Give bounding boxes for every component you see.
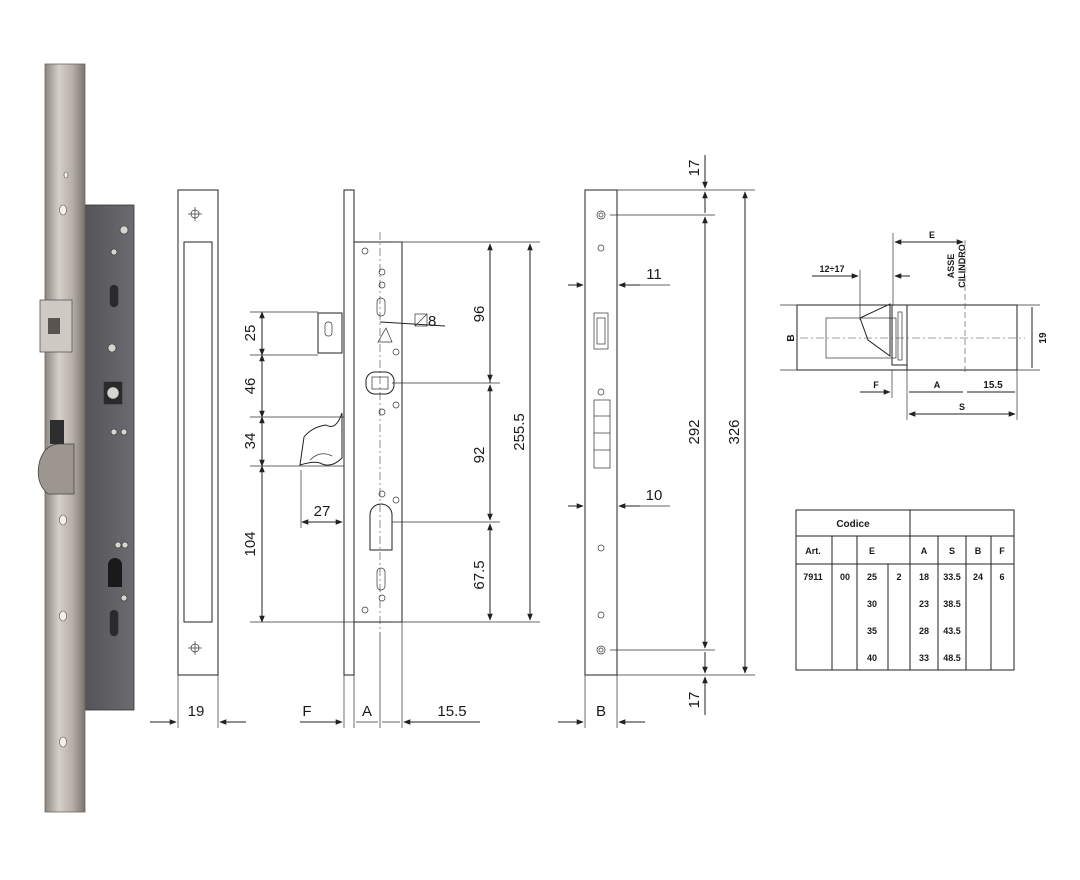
cell-a-3: 28 (919, 626, 929, 636)
front-width-dim: 19 (188, 703, 205, 720)
dim-292: 292 (686, 419, 703, 444)
dim-27: 27 (314, 503, 331, 520)
dim-17-top: 17 (686, 160, 703, 177)
dim-326: 326 (726, 419, 743, 444)
cell-e-3: 35 (867, 626, 877, 636)
cyl-b: B (786, 334, 797, 341)
col-art: Art. (805, 546, 821, 556)
cell-b: 24 (973, 572, 983, 582)
front-faceplate-view: 19 (150, 189, 246, 728)
cell-code: 00 (840, 572, 850, 582)
cell-f: 6 (999, 572, 1004, 582)
cell-var: 2 (896, 572, 901, 582)
cell-e-1: 25 (867, 572, 877, 582)
cyl-e: E (929, 230, 935, 240)
cyl-s: S (959, 402, 965, 412)
cyl-range: 12÷17 (820, 264, 845, 274)
cell-s-2: 38.5 (943, 599, 961, 609)
cell-s-4: 48.5 (943, 653, 961, 663)
dim-17-bottom: 17 (686, 692, 703, 709)
dim-46: 46 (242, 378, 259, 395)
dim-96: 96 (471, 306, 488, 323)
cell-a-2: 23 (919, 599, 929, 609)
label-b: B (596, 703, 606, 720)
cyl-f: F (873, 380, 879, 390)
cyl-a: A (934, 380, 941, 390)
spec-table: Codice Art. E A S B F 7911 00 2 24 6 25 … (795, 509, 1015, 671)
col-e: E (869, 546, 875, 556)
cyl-19: 19 (1038, 332, 1049, 344)
asse-line-1: ASSE (946, 254, 956, 279)
col-b: B (975, 546, 982, 556)
lock-photo (37, 63, 135, 813)
cell-s-3: 43.5 (943, 626, 961, 636)
asse-line-2: CILINDRO (957, 244, 967, 288)
cyl-15-5: 15.5 (983, 380, 1003, 391)
col-s: S (949, 546, 955, 556)
cell-e-2: 30 (867, 599, 877, 609)
label-a: A (362, 703, 372, 720)
cell-art: 7911 (803, 572, 823, 582)
col-f: F (999, 546, 1005, 556)
cylinder-detail: E ASSE CILINDRO 12÷17 B 19 F A 15.5 S (780, 230, 1049, 420)
faceplate-view: 11 10 17 292 17 326 B (558, 155, 755, 728)
cell-a-1: 18 (919, 572, 929, 582)
col-a: A (921, 546, 928, 556)
label-f: F (302, 703, 311, 720)
side-body-view: 25 46 34 104 27 8 96 92 67.5 255.5 (242, 189, 540, 728)
dim-10: 10 (646, 487, 663, 504)
dim-104: 104 (242, 531, 259, 556)
cell-a-4: 33 (919, 653, 929, 663)
dim-11: 11 (646, 266, 662, 283)
dim-34: 34 (242, 433, 259, 450)
table-codice: Codice (836, 519, 870, 530)
dim-67-5: 67.5 (471, 560, 488, 589)
dim-25: 25 (242, 325, 259, 342)
hole-dim: 8 (428, 313, 436, 330)
dim-255-5: 255.5 (511, 413, 528, 451)
dim-92: 92 (471, 447, 488, 464)
cell-s-1: 33.5 (943, 572, 961, 582)
cell-e-4: 40 (867, 653, 877, 663)
dim-15-5: 15.5 (437, 703, 466, 720)
